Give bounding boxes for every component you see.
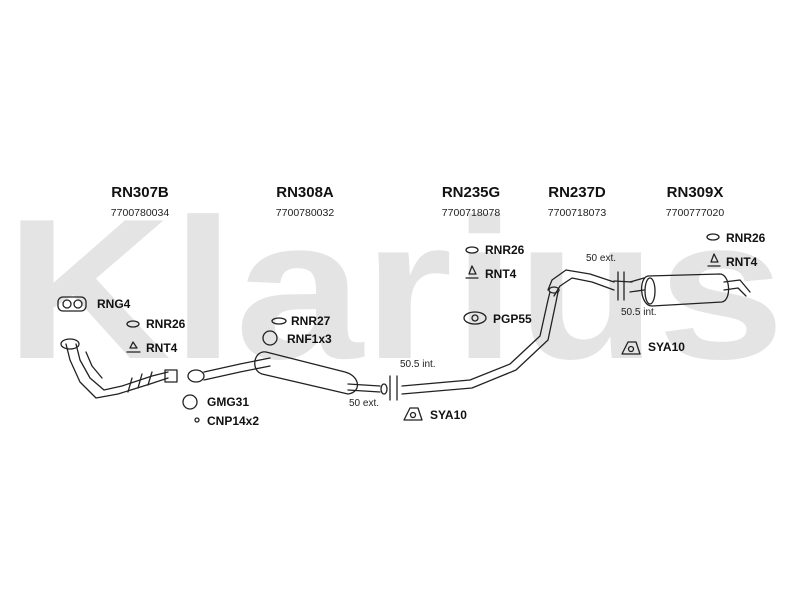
fitting-label-rnr26-right: RNR26 — [726, 231, 766, 245]
centre-silencer — [187, 351, 388, 395]
fitting-label-rnr26-left: RNR26 — [146, 317, 186, 331]
front-downpipe — [60, 338, 178, 399]
fitting-label-rnt4-middle: RNT4 — [485, 267, 517, 281]
note-50-5-int-centre: 50.5 int. — [400, 359, 436, 370]
section-partno-rn309x: 7700777020 — [665, 207, 725, 219]
note-50-5-int-rear: 50.5 int. — [621, 307, 657, 318]
section-code-rn235g: RN235G — [441, 184, 501, 201]
fitting-icons — [57, 233, 721, 423]
pipe-joints — [389, 271, 633, 401]
fitting-label-sya10-middle: SYA10 — [430, 408, 467, 422]
section-partno-rn237d: 7700718073 — [547, 207, 607, 219]
section-code-rn237d: RN237D — [548, 184, 606, 201]
fitting-label-cnp14x2: CNP14x2 — [207, 414, 260, 428]
fitting-label-rnf1x3: RNF1x3 — [287, 332, 332, 346]
section-partno-rn308a: 7700780032 — [275, 207, 335, 219]
section-partno-rn307b: 7700780034 — [110, 207, 170, 219]
section-partno-rn235g: 7700718078 — [441, 207, 501, 219]
section-code-rn309x: RN309X — [666, 184, 724, 201]
fitting-label-rnr27: RNR27 — [291, 314, 331, 328]
fitting-label-pgp55: PGP55 — [493, 312, 532, 326]
section-code-rn307b: RN307B — [111, 184, 169, 201]
centre-pipe — [401, 286, 560, 395]
rear-link-pipe — [547, 269, 615, 297]
fitting-label-gmg31: GMG31 — [207, 395, 250, 409]
note-50-ext-centre: 50 ext. — [349, 398, 380, 409]
rear-silencer — [629, 273, 751, 307]
section-code-rn308a: RN308A — [276, 184, 334, 201]
fitting-label-rnt4-right: RNT4 — [726, 255, 758, 269]
fitting-label-rnr26-middle: RNR26 — [485, 243, 525, 257]
fitting-label-sya10-right: SYA10 — [648, 340, 685, 354]
note-50-ext-rear: 50 ext. — [586, 253, 617, 264]
fitting-label-rnt4-left: RNT4 — [146, 341, 178, 355]
fitting-label-rng4: RNG4 — [97, 297, 131, 311]
